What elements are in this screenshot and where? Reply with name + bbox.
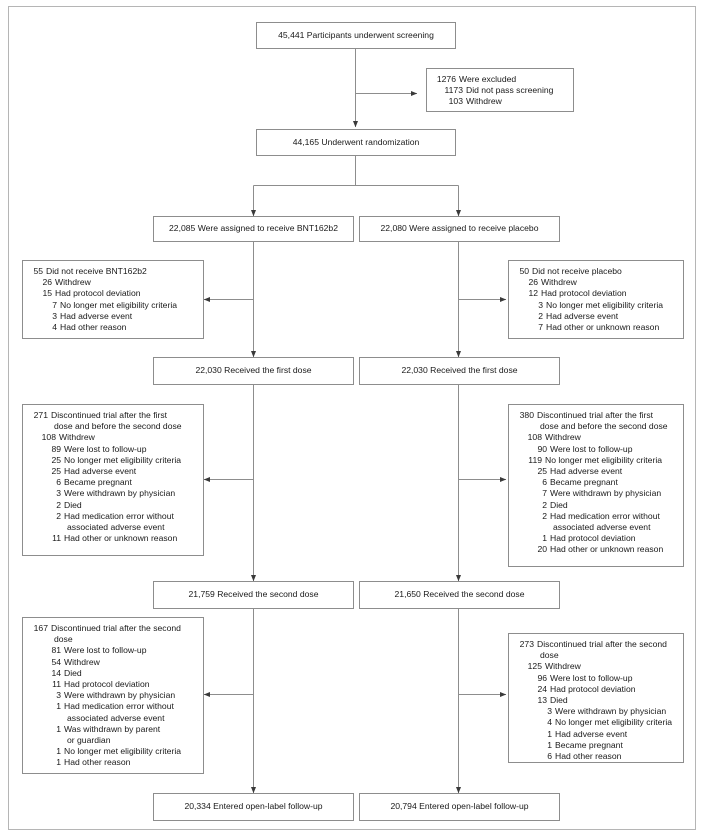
list-item: 26 Withdrew — [528, 277, 577, 288]
node-disc-first-placebo-header-line2: dose and before the second dose — [540, 421, 668, 432]
list-item: 1173 Did not pass screening — [444, 85, 554, 96]
list-item: 11 Had protocol deviation — [52, 679, 150, 690]
node-followup-placebo: 20,794 Entered open-label follow-up — [359, 793, 560, 821]
list-item: 54 Withdrew — [51, 656, 100, 667]
list-item: 2 Died — [56, 499, 82, 510]
node-first-dose-vaccine: 22,030 Received the first dose — [153, 357, 354, 385]
list-item: 108 Withdrew — [41, 432, 95, 443]
node-assigned-placebo: 22,080 Were assigned to receive placebo — [359, 216, 560, 242]
list-item: 89 Were lost to follow-up — [51, 443, 147, 454]
node-not-received-placebo: 50 Did not receive placebo 26 Withdrew 1… — [508, 260, 684, 339]
node-disc-first-vaccine-header: 271 Discontinued trial after the first — [33, 410, 168, 420]
list-item: 1 Became pregnant — [547, 739, 623, 750]
list-item: 1 Had medication error without — [56, 701, 174, 712]
node-second-dose-vaccine-label: 21,759 Received the second dose — [188, 589, 319, 600]
list-item: 20 Had other or unknown reason — [537, 544, 664, 555]
list-item: 13 Died — [537, 695, 568, 706]
list-item: 119 No longer met eligibility criteria — [528, 454, 663, 465]
node-followup-vaccine-label: 20,334 Entered open-label follow-up — [184, 801, 323, 812]
list-item: 25 No longer met eligibility criteria — [51, 454, 182, 465]
list-item-continuation: associated adverse event — [553, 522, 651, 533]
list-item: 2 Had adverse event — [538, 310, 619, 321]
node-excluded-header: 1276 Were excluded — [436, 74, 517, 84]
list-item: 96 Were lost to follow-up — [537, 672, 633, 683]
list-item: 14 Died — [51, 667, 82, 678]
list-item: 2 Died — [542, 499, 568, 510]
node-disc-second-vaccine: 167 Discontinued trial after the second … — [22, 617, 204, 774]
list-item-continuation: associated adverse event — [67, 522, 165, 533]
list-item: 11 Had other or unknown reason — [52, 533, 178, 544]
list-item: 3 Were withdrawn by physician — [56, 690, 176, 701]
list-item: 26 Withdrew — [42, 277, 91, 288]
list-item: 3 Were withdrawn by physician — [547, 706, 667, 717]
node-not-received-vaccine: 55 Did not receive BNT162b2 26 Withdrew … — [22, 260, 204, 339]
list-item-continuation: associated adverse event — [67, 712, 165, 723]
list-item: 108 Withdrew — [527, 432, 581, 443]
list-item-continuation: or guardian — [67, 735, 111, 746]
list-item: 7 Had other or unknown reason — [538, 322, 660, 333]
node-excluded: 1276 Were excluded 1173 Did not pass scr… — [426, 68, 574, 112]
node-second-dose-placebo: 21,650 Received the second dose — [359, 581, 560, 609]
list-item: 4 No longer met eligibility criteria — [547, 717, 673, 728]
node-first-dose-vaccine-label: 22,030 Received the first dose — [195, 365, 312, 376]
node-randomization: 44,165 Underwent randomization — [256, 129, 456, 156]
node-second-dose-placebo-label: 21,650 Received the second dose — [394, 589, 525, 600]
list-item: 7 No longer met eligibility criteria — [52, 299, 178, 310]
list-item: 24 Had protocol deviation — [537, 683, 636, 694]
node-disc-second-vaccine-header-line2: dose — [54, 634, 73, 645]
list-item: 25 Had adverse event — [537, 466, 623, 477]
node-not-received-placebo-header: 50 Did not receive placebo — [519, 266, 622, 276]
node-assigned-vaccine-label: 22,085 Were assigned to receive BNT162b2 — [169, 223, 338, 234]
list-item: 7 Were withdrawn by physician — [542, 488, 662, 499]
node-disc-second-placebo-header: 273 Discontinued trial after the second — [519, 639, 667, 649]
node-assigned-placebo-label: 22,080 Were assigned to receive placebo — [380, 223, 539, 234]
node-first-dose-placebo-label: 22,030 Received the first dose — [401, 365, 518, 376]
list-item: 25 Had adverse event — [51, 466, 137, 477]
node-screening: 45,441 Participants underwent screening — [256, 22, 456, 49]
list-item: 6 Became pregnant — [542, 477, 618, 488]
list-item: 15 Had protocol deviation — [42, 288, 141, 299]
list-item: 1 No longer met eligibility criteria — [56, 746, 182, 757]
list-item: 6 Became pregnant — [56, 477, 132, 488]
list-item: 3 Were withdrawn by physician — [56, 488, 176, 499]
node-first-dose-placebo: 22,030 Received the first dose — [359, 357, 560, 385]
list-item: 3 No longer met eligibility criteria — [538, 299, 664, 310]
node-disc-first-vaccine: 271 Discontinued trial after the first d… — [22, 404, 204, 556]
node-followup-vaccine: 20,334 Entered open-label follow-up — [153, 793, 354, 821]
list-item: 1 Had other reason — [56, 757, 131, 768]
node-followup-placebo-label: 20,794 Entered open-label follow-up — [390, 801, 529, 812]
list-item: 81 Were lost to follow-up — [51, 645, 147, 656]
node-screening-label: 45,441 Participants underwent screening — [278, 29, 434, 40]
list-item: 4 Had other reason — [52, 322, 127, 333]
node-not-received-vaccine-header: 55 Did not receive BNT162b2 — [33, 266, 147, 276]
list-item: 12 Had protocol deviation — [528, 288, 627, 299]
node-disc-second-placebo-header-line2: dose — [540, 650, 559, 661]
list-item: 90 Were lost to follow-up — [537, 443, 633, 454]
list-item: 2 Had medication error without — [542, 510, 660, 521]
node-disc-first-placebo: 380 Discontinued trial after the first d… — [508, 404, 684, 567]
node-randomization-label: 44,165 Underwent randomization — [292, 136, 420, 147]
node-disc-second-placebo: 273 Discontinued trial after the second … — [508, 633, 684, 763]
node-disc-first-placebo-header: 380 Discontinued trial after the first — [519, 410, 654, 420]
list-item: 1 Had protocol deviation — [542, 533, 636, 544]
list-item: 2 Had medication error without — [56, 510, 174, 521]
list-item: 125 Withdrew — [527, 661, 581, 672]
node-disc-first-vaccine-header-line2: dose and before the second dose — [54, 421, 182, 432]
node-assigned-vaccine: 22,085 Were assigned to receive BNT162b2 — [153, 216, 354, 242]
list-item: 1 Was withdrawn by parent — [56, 723, 161, 734]
node-second-dose-vaccine: 21,759 Received the second dose — [153, 581, 354, 609]
node-disc-second-vaccine-header: 167 Discontinued trial after the second — [33, 623, 181, 633]
list-item: 103 Withdrew — [448, 96, 502, 107]
list-item: 6 Had other reason — [547, 751, 622, 762]
list-item: 1 Had adverse event — [547, 728, 628, 739]
list-item: 3 Had adverse event — [52, 310, 133, 321]
